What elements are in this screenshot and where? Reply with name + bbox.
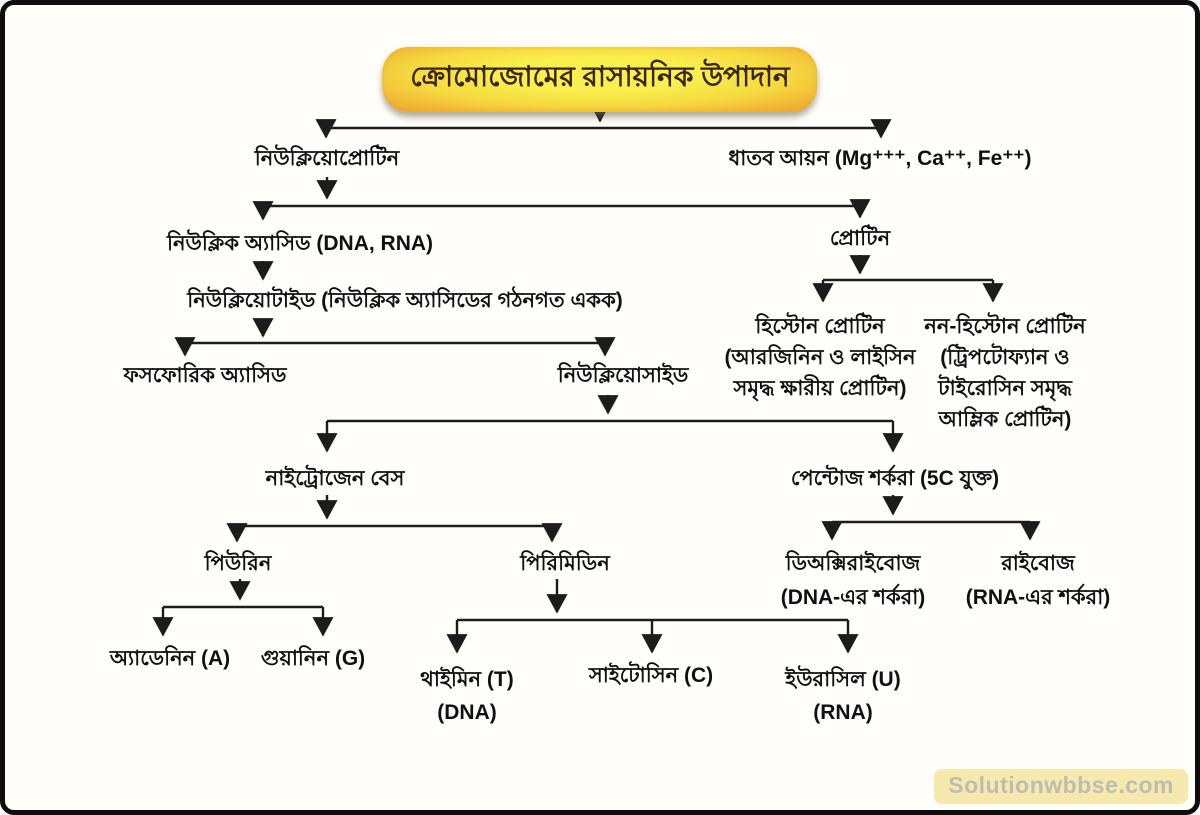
node-histone-line2: (আরজিনিন ও লাইসিন <box>724 346 916 369</box>
node-deoxyribose-line2: (DNA-এর শর্করা) <box>780 586 926 609</box>
node-thymine-line1: থাইমিন (T) <box>420 668 514 691</box>
node-ribose-line1: রাইবোজ <box>1001 552 1075 575</box>
node-deoxyribose-line1: ডিঅক্সিরাইবোজ <box>785 552 921 575</box>
node-non-histone-line2: (ট্রিপটোফ্যান ও <box>940 346 1070 369</box>
node-uracil-line1: ইউরাসিল (U) <box>785 668 901 691</box>
node-pyrimidine: পিরিমিডিন <box>520 552 610 575</box>
connector-edges <box>152 97 1041 654</box>
node-cytosine: সাইটোসিন (C) <box>588 664 714 687</box>
node-non-histone-line4: আম্লিক প্রোটিন) <box>938 408 1072 431</box>
diagram-connectors <box>152 97 1041 654</box>
node-non-histone: নন-হিস্টোন প্রোটিন (ট্রিপটোফ্যান ও টাইরো… <box>924 311 1085 435</box>
node-nucleic-acid: নিউক্লিক অ্যাসিড (DNA, RNA) <box>166 232 434 255</box>
node-histone: হিস্টোন প্রোটিন (আরজিনিন ও লাইসিন সমৃদ্ধ… <box>724 311 915 404</box>
node-protein: প্রোটিন <box>829 227 891 250</box>
watermark: Solutionwbbse.com <box>934 769 1188 804</box>
node-nitrogen-base: নাইট্রোজেন বেস <box>265 467 405 490</box>
node-deoxyribose: ডিঅক্সিরাইবোজ (DNA-এর শর্করা) <box>781 547 926 615</box>
node-adenine: অ্যাডেনিন (A) <box>109 647 231 670</box>
node-non-histone-line1: নন-হিস্টোন প্রোটিন <box>924 315 1086 338</box>
node-thymine-line2: (DNA) <box>437 701 497 724</box>
node-ribose-line2: (RNA-এর শর্করা) <box>965 586 1111 609</box>
node-guanine: গুয়ানিন (G) <box>260 647 366 670</box>
node-uracil: ইউরাসিল (U) (RNA) <box>785 663 900 729</box>
node-nucleotide: নিউক্লিয়োটাইড (নিউক্লিক অ্যাসিডের গঠনগত… <box>187 289 623 312</box>
node-nucleoprotein: নিউক্লিয়োপ্রোটিন <box>254 147 400 170</box>
node-uracil-line2: (RNA) <box>813 701 873 724</box>
node-purine: পিউরিন <box>204 552 272 575</box>
diagram-title: ক্রোমোজোমের রাসায়নিক উপাদান <box>382 47 818 112</box>
node-histone-line3: সমৃদ্ধ ক্ষারীয় প্রোটিন) <box>733 377 907 400</box>
node-ribose: রাইবোজ (RNA-এর শর্করা) <box>966 547 1111 615</box>
node-metal-ion: ধাতব আয়ন (Mg⁺⁺⁺, Ca⁺⁺, Fe⁺⁺) <box>728 147 1032 170</box>
node-phosphoric-acid: ফসফোরিক অ্যাসিড <box>123 364 287 387</box>
node-non-histone-line3: টাইরোসিন সমৃদ্ধ <box>938 377 1072 400</box>
node-pentose-sugar: পেন্টোজ শর্করা (5C যুক্ত) <box>790 467 1000 490</box>
node-thymine: থাইমিন (T) (DNA) <box>420 663 513 729</box>
node-histone-line1: হিস্টোন প্রোটিন <box>755 315 885 338</box>
node-nucleoside: নিউক্লিয়োসাইড <box>557 364 689 387</box>
